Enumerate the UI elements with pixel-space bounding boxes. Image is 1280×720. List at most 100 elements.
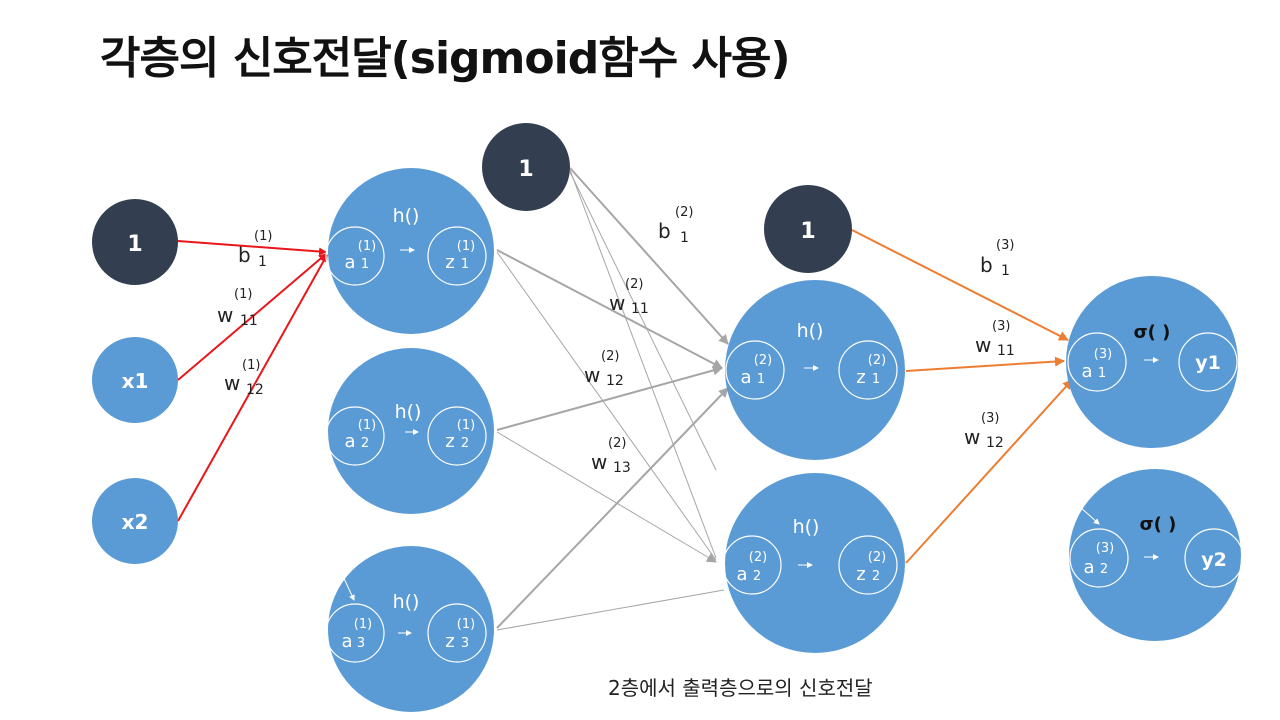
a-subscript: 2 (753, 569, 761, 584)
a-superscript: (3) (1096, 541, 1114, 556)
weight-label-w11-3: (3) w 11 (975, 319, 1015, 359)
output-y1-label: y1 (1195, 352, 1221, 374)
edge-z11-a22 (496, 251, 717, 561)
activation-func-label: h() (393, 205, 420, 227)
z-symbol: z (445, 631, 454, 652)
edge-bias2-a22 (569, 169, 717, 559)
input-x2-label: x2 (122, 510, 149, 534)
svg-text:(2): (2) (601, 349, 619, 364)
edge-z21-a31 (905, 356, 1065, 372)
layer1: h() (1) a 1 (1) z 1 h() (1) a 2 (1) z 2 (325, 168, 494, 712)
weight-labels: (1) b 1 (1) w 11 (1) w 12 (2) b 1 (2) w … (217, 205, 1015, 476)
edges-layer2-output (851, 229, 1073, 564)
input-x2-node (92, 478, 178, 564)
z-superscript: (1) (457, 239, 475, 254)
a-symbol: a (740, 367, 751, 388)
weight-label-b1-3: (3) b 1 (980, 238, 1014, 279)
layer2: h() (2) a 1 (2) z 1 h() (2) a 2 (2) z 2 (722, 280, 905, 653)
input-x1-node (92, 337, 178, 423)
output-y2-label: y2 (1201, 549, 1227, 571)
a-symbol: a (1083, 557, 1094, 578)
weight-label-b1-2: (2) b 1 (658, 205, 693, 246)
input-bias-label: 1 (127, 232, 142, 257)
svg-text:w: w (591, 450, 607, 474)
a-symbol: a (344, 252, 355, 273)
layer1-bias-label: 1 (518, 157, 533, 182)
svg-text:(1): (1) (234, 287, 252, 302)
a-superscript: (1) (354, 617, 372, 632)
layer2-bias-node (764, 185, 852, 273)
sigma-func-label: σ( ) (1140, 514, 1177, 535)
svg-text:(2): (2) (675, 205, 693, 220)
output-neuron-2: σ( ) (3) a 2 y2 (1069, 469, 1244, 641)
svg-text:b: b (238, 243, 251, 267)
edge-z12-a21 (496, 365, 723, 431)
input-bias-node (92, 199, 178, 285)
layer1-neuron-1: h() (1) a 1 (1) z 1 (325, 168, 494, 334)
svg-text:1: 1 (1001, 263, 1010, 279)
edge-bias3-a31 (851, 229, 1069, 341)
weight-label-w11-2: (2) w 11 (609, 277, 649, 317)
a-superscript: (1) (358, 418, 376, 433)
svg-text:12: 12 (606, 373, 624, 389)
svg-text:(2): (2) (625, 277, 643, 292)
svg-text:12: 12 (246, 382, 264, 398)
a-subscript: 3 (357, 636, 365, 651)
svg-text:11: 11 (631, 301, 649, 317)
edges-input-layer1 (177, 240, 328, 522)
layer1-neuron-3: h() (1) a 3 (1) z 3 (325, 546, 494, 712)
a-symbol: a (1081, 361, 1092, 382)
svg-text:w: w (964, 425, 980, 449)
edge-bias2-a22b (569, 171, 717, 471)
svg-text:(2): (2) (608, 436, 626, 451)
svg-text:(1): (1) (254, 229, 272, 244)
svg-text:1: 1 (258, 254, 267, 270)
a-subscript: 1 (361, 257, 369, 272)
a-subscript: 2 (1100, 562, 1108, 577)
input-x1-label: x1 (122, 369, 149, 393)
z-superscript: (1) (457, 617, 475, 632)
z-superscript: (2) (868, 353, 886, 368)
z-superscript: (2) (868, 550, 886, 565)
z-subscript: 1 (461, 257, 469, 272)
a-subscript: 1 (1098, 366, 1106, 381)
svg-text:w: w (584, 363, 600, 387)
sigma-func-label: σ( ) (1134, 322, 1171, 343)
z-symbol: z (856, 564, 865, 585)
edges-layer1-layer2 (496, 167, 729, 631)
a-superscript: (2) (749, 550, 767, 565)
edge-b1-h1 (177, 240, 327, 256)
activation-func-label: h() (395, 401, 422, 423)
activation-func-label: h() (793, 516, 820, 538)
weight-label-w11-1: (1) w 11 (217, 287, 258, 329)
output-layer: σ( ) (3) a 1 y1 σ( ) (3) a 2 y2 (1066, 276, 1244, 641)
a-subscript: 1 (757, 372, 765, 387)
edge-x2-h1 (177, 254, 328, 522)
slide-caption: 2층에서 출력층으로의 신호전달 (608, 676, 873, 700)
edge-bias2-a21 (569, 167, 729, 345)
weight-label-w13-2: (2) w 13 (591, 436, 631, 476)
svg-text:w: w (224, 371, 240, 395)
layer2-bias-label: 1 (800, 219, 815, 244)
z-symbol: z (445, 431, 454, 452)
weight-label-w12-3: (3) w 12 (964, 411, 1004, 451)
svg-text:w: w (975, 333, 991, 357)
activation-func-label: h() (393, 591, 420, 613)
weight-label-b1-1: (1) b 1 (238, 229, 272, 270)
a-subscript: 2 (361, 436, 369, 451)
svg-text:(3): (3) (981, 411, 999, 426)
svg-text:1: 1 (680, 230, 689, 246)
weight-label-w12-1: (1) w 12 (224, 358, 264, 398)
layer2-neuron-2: h() (2) a 2 (2) z 2 (722, 473, 905, 653)
z-symbol: z (445, 252, 454, 273)
svg-text:13: 13 (613, 460, 631, 476)
svg-text:(1): (1) (242, 358, 260, 373)
z-subscript: 2 (872, 569, 880, 584)
activation-func-label: h() (797, 320, 824, 342)
z-subscript: 1 (872, 372, 880, 387)
layer2-neuron-1: h() (2) a 1 (2) z 1 (725, 280, 905, 460)
edge-z22-a31 (905, 379, 1073, 564)
z-superscript: (1) (457, 418, 475, 433)
a-symbol: a (341, 631, 352, 652)
